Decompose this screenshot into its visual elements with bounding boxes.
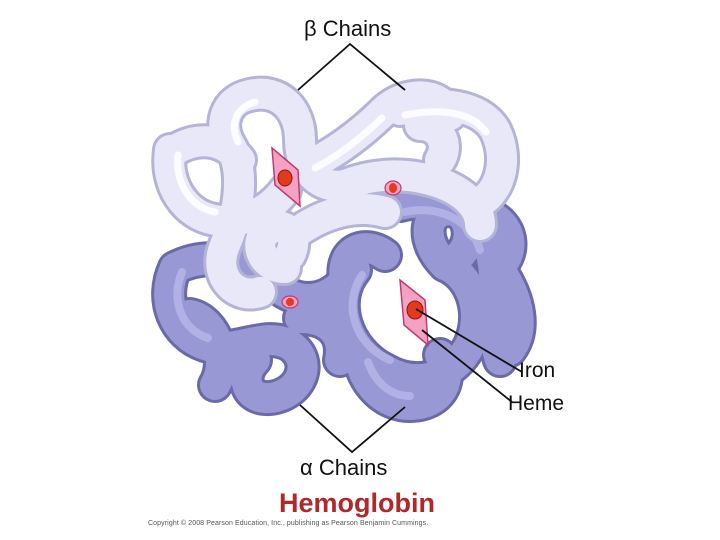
heme-group-lower-left [281,295,299,309]
heme-label: Heme [508,392,565,415]
heme-leader-line [421,329,513,403]
alpha-leader-line [299,404,406,454]
heme-group-upper-left [271,146,301,208]
figure-title: Hemoglobin [279,488,435,518]
heme-groups [271,146,429,347]
heme-group-upper-right [384,180,402,196]
alpha-chains-label: α Chains [300,455,388,480]
beta-chains-label: β Chains [304,16,392,41]
beta-leader-line [297,42,406,91]
iron-leader-line [415,308,523,373]
leader-lines [297,42,523,454]
iron-label: Iron [519,359,556,382]
heme-group-lower-right [399,278,429,347]
copyright-notice: Copyright © 2008 Pearson Education, Inc.… [148,520,429,527]
beta-chains [151,75,521,312]
